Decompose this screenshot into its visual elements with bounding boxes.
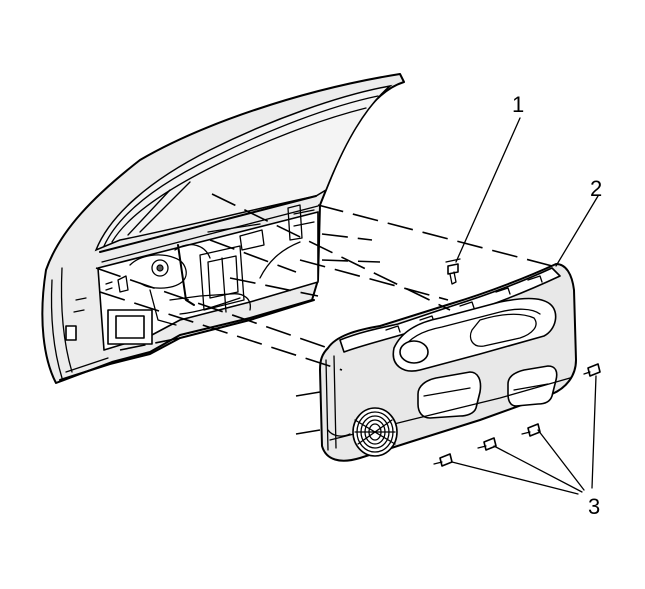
trim-screw	[477, 437, 497, 451]
window-regulator-mechanism	[105, 204, 315, 326]
callout-leaders	[451, 117, 599, 495]
speaker-grille	[352, 407, 398, 457]
callout-1: 1	[512, 92, 524, 117]
push-pin-retainer	[445, 258, 461, 285]
door-trim-panel	[319, 263, 577, 462]
callout-3: 3	[588, 494, 600, 519]
fasteners	[433, 258, 601, 467]
trim-screw	[433, 453, 453, 467]
door-shell	[41, 73, 405, 384]
alignment-lines	[95, 193, 561, 435]
callout-2: 2	[590, 176, 602, 201]
trim-screw	[583, 363, 601, 377]
trim-screw	[521, 423, 541, 437]
